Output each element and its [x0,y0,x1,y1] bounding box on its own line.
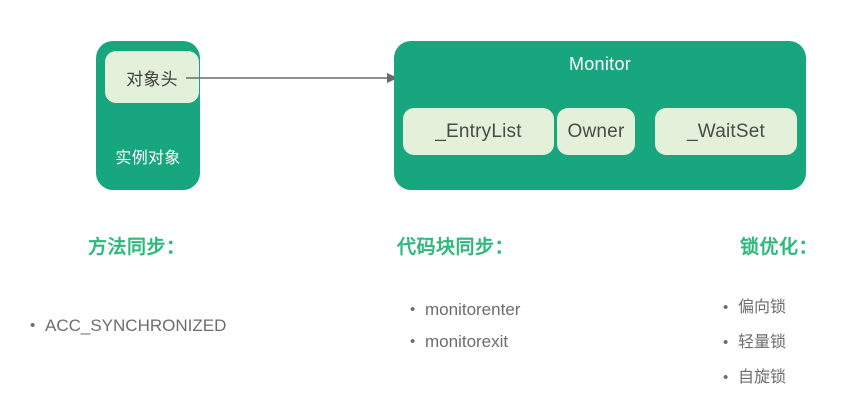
monitor-field-owner: Owner [557,108,635,155]
monitor-box: Monitor _EntryList Owner _WaitSet [394,41,806,190]
bullet-list-method-sync: ACC_SYNCHRONIZED [30,310,226,342]
monitor-field-entrylist: _EntryList [403,108,554,155]
list-item: 偏向锁 [723,290,786,325]
column-heading-method-sync: 方法同步： [88,237,186,258]
object-header-pill: 对象头 [105,51,199,103]
instance-object-box: 对象头 实例对象 [96,41,200,190]
list-item: 轻量锁 [723,325,786,360]
list-item: monitorexit [410,326,520,358]
list-item: monitorenter [410,294,520,326]
bullet-list-block-sync: monitorenter monitorexit [410,294,520,358]
column-heading-lock-optimization: 锁优化： [740,237,819,258]
monitor-title: Monitor [568,54,632,74]
monitor-field-waitset: _WaitSet [655,108,797,155]
bullet-list-lock-optimization: 偏向锁 轻量锁 自旋锁 [723,290,786,395]
instance-object-label: 实例对象 [115,150,181,167]
column-heading-block-sync: 代码块同步： [397,237,515,258]
arrow-right-icon [186,62,398,94]
list-item: 自旋锁 [723,360,786,395]
list-item: ACC_SYNCHRONIZED [30,310,226,342]
